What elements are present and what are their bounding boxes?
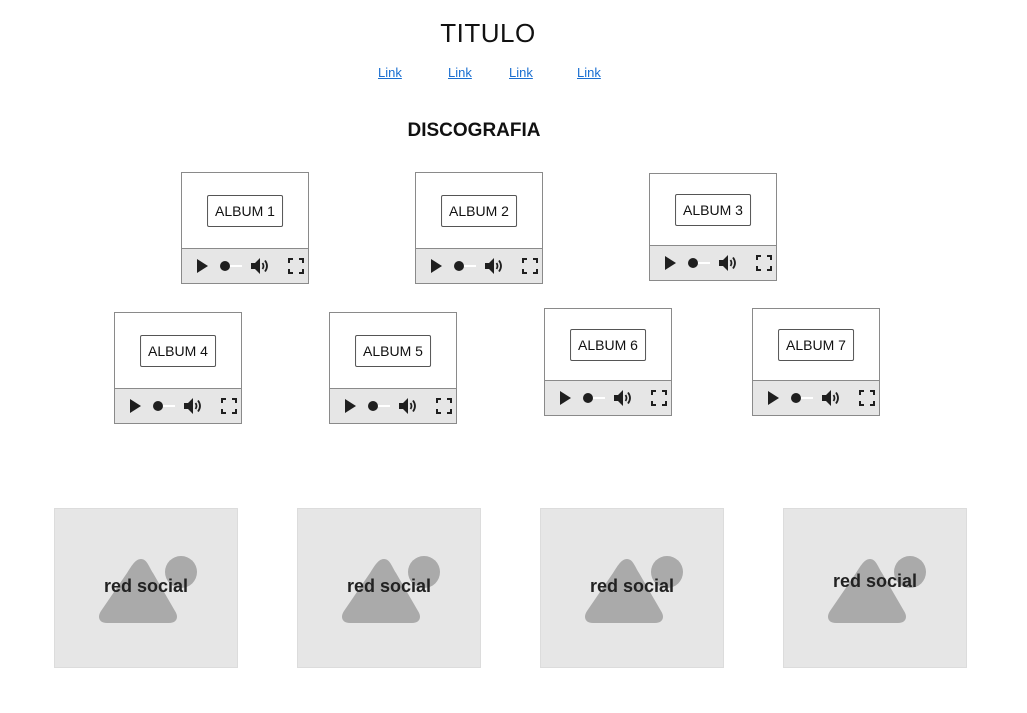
fullscreen-icon[interactable] bbox=[857, 381, 877, 415]
nav-link-3[interactable]: Link bbox=[509, 65, 533, 80]
album-card-5: ALBUM 5 bbox=[329, 312, 457, 424]
social-label: red social bbox=[346, 576, 432, 596]
volume-icon[interactable] bbox=[482, 249, 506, 283]
album-cover: ALBUM 5 bbox=[330, 313, 456, 388]
social-card-2[interactable]: red social bbox=[297, 508, 481, 668]
social-label: red social bbox=[589, 576, 675, 596]
audio-player bbox=[182, 248, 308, 283]
album-cover: ALBUM 1 bbox=[182, 173, 308, 248]
fullscreen-icon[interactable] bbox=[649, 381, 669, 415]
fullscreen-icon[interactable] bbox=[219, 389, 239, 423]
progress-slider[interactable] bbox=[452, 249, 478, 283]
social-label: red social bbox=[103, 576, 189, 596]
image-placeholder-icon bbox=[342, 556, 440, 623]
volume-icon[interactable] bbox=[248, 249, 272, 283]
fullscreen-icon[interactable] bbox=[520, 249, 540, 283]
album-card-1: ALBUM 1 bbox=[181, 172, 309, 284]
album-cover: ALBUM 6 bbox=[545, 309, 671, 380]
fullscreen-icon[interactable] bbox=[434, 389, 454, 423]
album-label: ALBUM 5 bbox=[355, 334, 431, 367]
play-icon[interactable] bbox=[192, 249, 212, 283]
nav-link-4[interactable]: Link bbox=[577, 65, 601, 80]
progress-slider[interactable] bbox=[581, 381, 607, 415]
album-label: ALBUM 6 bbox=[570, 328, 646, 361]
progress-slider[interactable] bbox=[789, 381, 815, 415]
fullscreen-icon[interactable] bbox=[286, 249, 306, 283]
progress-slider[interactable] bbox=[151, 389, 177, 423]
volume-icon[interactable] bbox=[819, 381, 843, 415]
play-icon[interactable] bbox=[125, 389, 145, 423]
play-icon[interactable] bbox=[660, 246, 680, 280]
album-label: ALBUM 3 bbox=[675, 193, 751, 226]
album-label: ALBUM 4 bbox=[140, 334, 216, 367]
progress-slider[interactable] bbox=[218, 249, 244, 283]
volume-icon[interactable] bbox=[611, 381, 635, 415]
image-placeholder-icon bbox=[828, 556, 926, 623]
social-label: red social bbox=[832, 571, 918, 591]
audio-player bbox=[115, 388, 241, 423]
album-cover: ALBUM 2 bbox=[416, 173, 542, 248]
audio-player bbox=[330, 388, 456, 423]
album-card-7: ALBUM 7 bbox=[752, 308, 880, 416]
social-card-1[interactable]: red social bbox=[54, 508, 238, 668]
album-card-3: ALBUM 3 bbox=[649, 173, 777, 281]
album-label: ALBUM 1 bbox=[207, 194, 283, 227]
album-card-4: ALBUM 4 bbox=[114, 312, 242, 424]
play-icon[interactable] bbox=[555, 381, 575, 415]
progress-slider[interactable] bbox=[366, 389, 392, 423]
album-cover: ALBUM 7 bbox=[753, 309, 879, 380]
nav-link-2[interactable]: Link bbox=[448, 65, 472, 80]
progress-slider[interactable] bbox=[686, 246, 712, 280]
volume-icon[interactable] bbox=[396, 389, 420, 423]
album-label: ALBUM 7 bbox=[778, 328, 854, 361]
audio-player bbox=[416, 248, 542, 283]
fullscreen-icon[interactable] bbox=[754, 246, 774, 280]
play-icon[interactable] bbox=[340, 389, 360, 423]
volume-icon[interactable] bbox=[181, 389, 205, 423]
album-label: ALBUM 2 bbox=[441, 194, 517, 227]
audio-player bbox=[650, 245, 776, 280]
album-card-6: ALBUM 6 bbox=[544, 308, 672, 416]
image-placeholder-icon bbox=[99, 556, 197, 623]
image-placeholder-icon bbox=[585, 556, 683, 623]
album-cover: ALBUM 3 bbox=[650, 174, 776, 245]
play-icon[interactable] bbox=[763, 381, 783, 415]
album-cover: ALBUM 4 bbox=[115, 313, 241, 388]
audio-player bbox=[545, 380, 671, 415]
social-card-3[interactable]: red social bbox=[540, 508, 724, 668]
play-icon[interactable] bbox=[426, 249, 446, 283]
social-card-4[interactable]: red social bbox=[783, 508, 967, 668]
nav-link-1[interactable]: Link bbox=[378, 65, 402, 80]
page-title: TITULO bbox=[440, 18, 536, 48]
volume-icon[interactable] bbox=[716, 246, 740, 280]
discography-heading: DISCOGRAFIA bbox=[407, 120, 541, 141]
album-card-2: ALBUM 2 bbox=[415, 172, 543, 284]
audio-player bbox=[753, 380, 879, 415]
